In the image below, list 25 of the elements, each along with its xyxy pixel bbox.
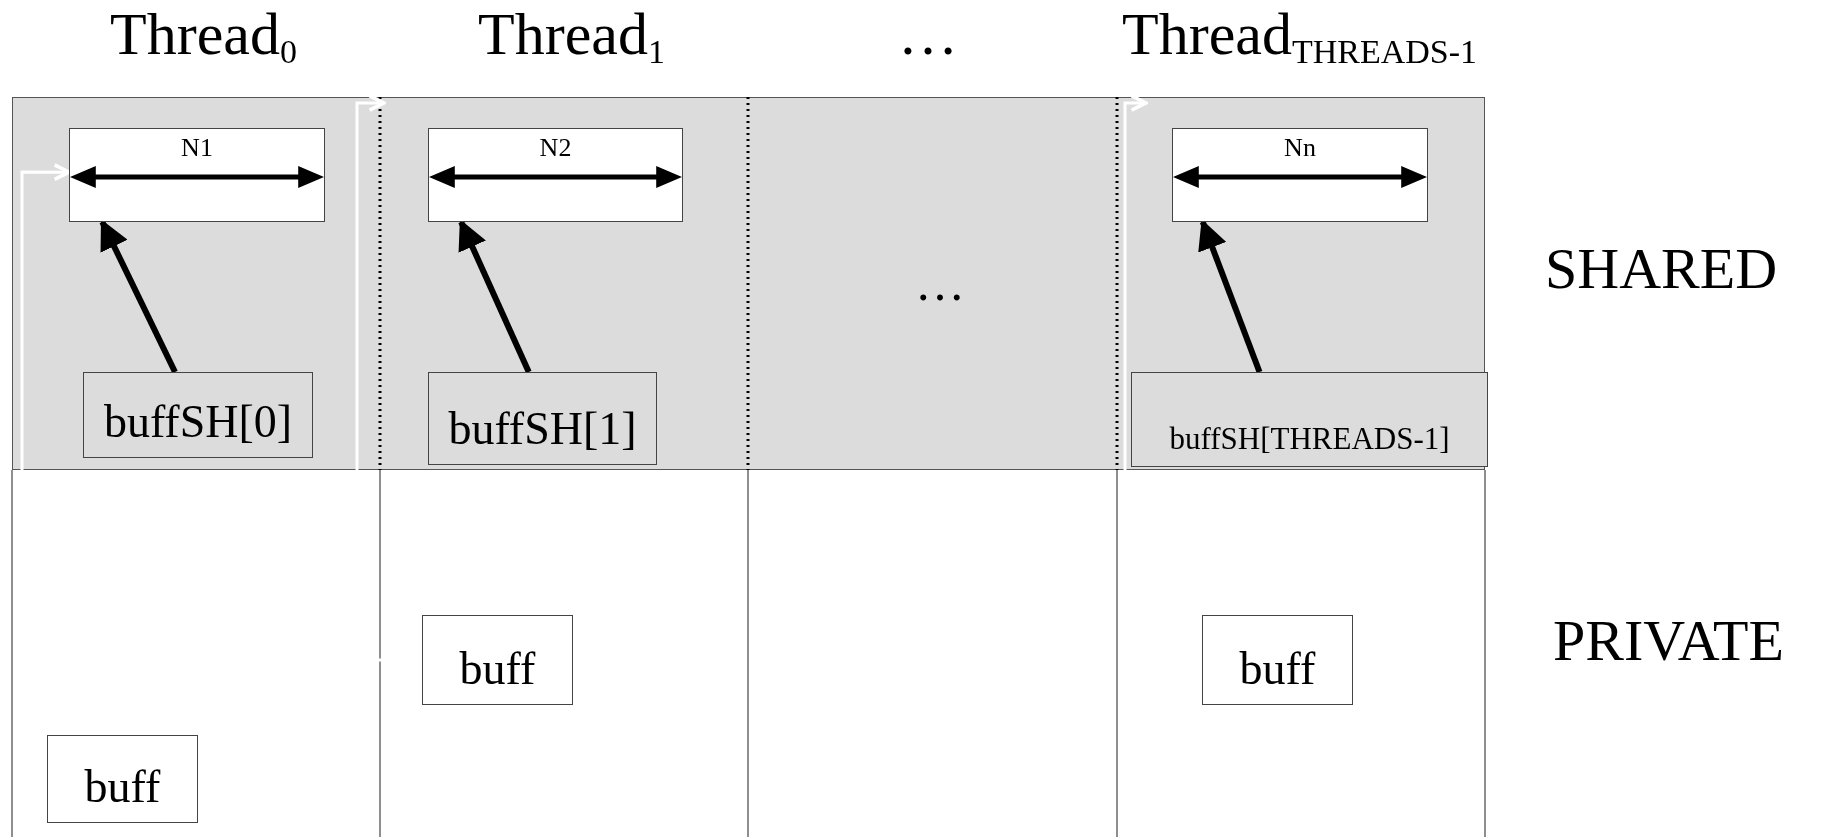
region-label: PRIVATE	[1553, 612, 1784, 670]
size-box	[1172, 128, 1428, 222]
buffer-box	[83, 372, 313, 458]
thread-heading: Thread$_{0}$	[110, 4, 297, 64]
thread-heading: Thread$_{1}$	[478, 4, 665, 64]
ellipsis-label: …	[898, 4, 958, 64]
region-label: SHARED	[1545, 240, 1778, 298]
size-label: N1	[181, 135, 213, 161]
buffer-label: buffSH[0]	[103, 399, 293, 445]
buffer-label: buff	[1239, 646, 1316, 692]
buffer-box	[1131, 372, 1488, 467]
buffer-label: buffSH[THREADS-1]	[1169, 423, 1450, 454]
buffer-box	[1202, 615, 1353, 705]
buffer-box	[428, 372, 657, 465]
buffer-label: buff	[459, 646, 536, 692]
size-label: Nn	[1284, 135, 1316, 161]
ellipsis-label: …	[915, 258, 965, 308]
size-label: N2	[539, 135, 572, 161]
buffer-box	[47, 735, 198, 823]
buffer-label: buff	[84, 764, 161, 810]
size-box	[428, 128, 683, 222]
size-box	[69, 128, 325, 222]
buffer-label: buffSH[1]	[448, 406, 637, 452]
thread-heading: Thread$_{THREADS-1}$	[1122, 4, 1477, 64]
buffer-box	[422, 615, 573, 705]
